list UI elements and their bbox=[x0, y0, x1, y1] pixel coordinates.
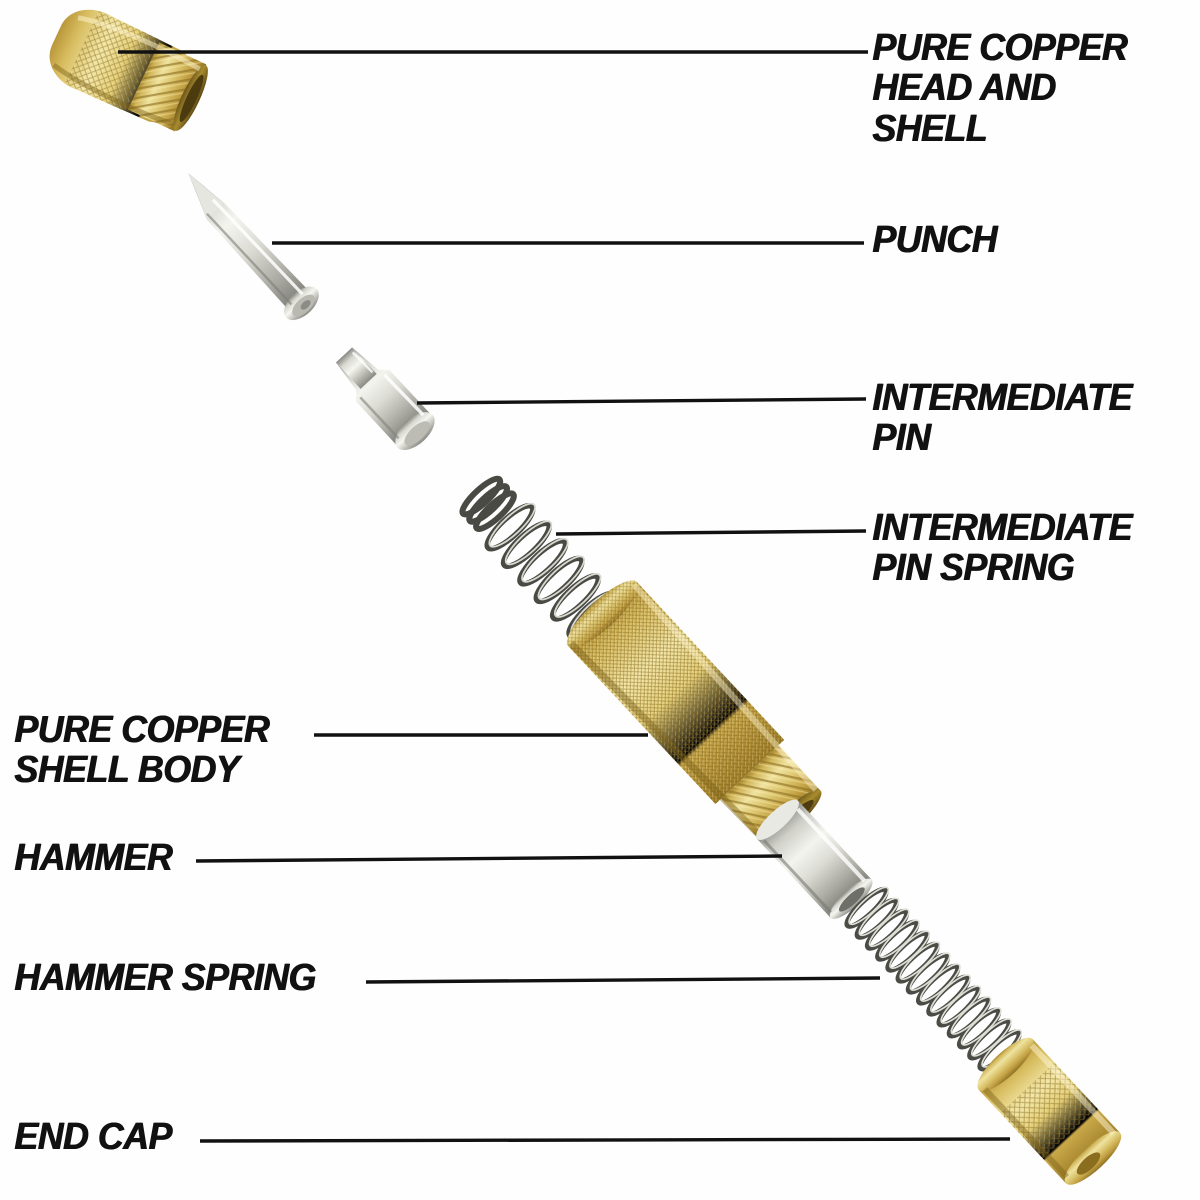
part-punch bbox=[188, 173, 319, 321]
label-end-cap: END CAP bbox=[14, 1116, 172, 1158]
label-intermediate-pin: INTERMEDIATE PIN bbox=[872, 377, 1132, 460]
part-intermediate-pin bbox=[336, 347, 435, 451]
part-end-cap bbox=[977, 1037, 1122, 1185]
leader-intermediate-pin bbox=[416, 397, 867, 405]
label-shell-body: PURE COPPER SHELL BODY bbox=[14, 709, 269, 792]
label-intermediate-pin-spring: INTERMEDIATE PIN SPRING bbox=[872, 507, 1132, 590]
label-hammer-spring: HAMMER SPRING bbox=[14, 957, 316, 999]
label-hammer: HAMMER bbox=[14, 837, 172, 879]
label-head-and-shell: PURE COPPER HEAD AND SHELL bbox=[872, 27, 1127, 150]
leader-intermediate-pin-spring bbox=[555, 529, 867, 536]
label-punch: PUNCH bbox=[872, 219, 997, 261]
part-head-and-shell bbox=[49, 9, 208, 132]
part-hammer bbox=[756, 799, 873, 919]
leader-hammer-spring bbox=[365, 976, 881, 984]
leader-end-cap bbox=[199, 1137, 1011, 1143]
leader-hammer bbox=[195, 854, 783, 863]
